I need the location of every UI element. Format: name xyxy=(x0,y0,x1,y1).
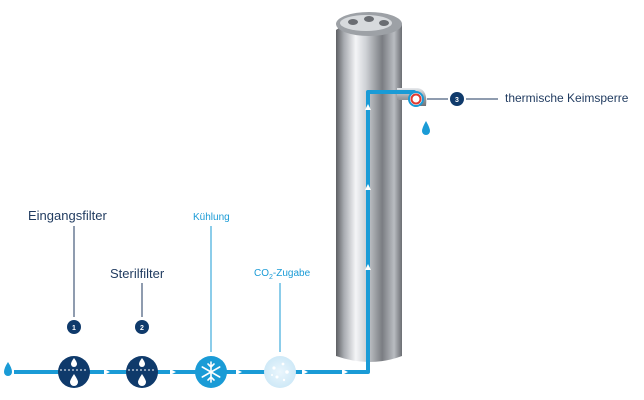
snowflake-icon xyxy=(195,356,227,388)
svg-text:1: 1 xyxy=(72,325,76,332)
faucet-button-2 xyxy=(364,16,374,22)
faucet-icon xyxy=(336,12,427,363)
filter-icon xyxy=(58,356,90,388)
faucet-button-3 xyxy=(379,20,389,26)
flow-arrow xyxy=(365,264,371,270)
step-number-badge: 1 xyxy=(67,320,81,334)
stage-label-sterilfilter: Sterilfilter xyxy=(110,266,165,281)
step-number-badge: 3 xyxy=(450,92,464,106)
bubbles-icon xyxy=(264,356,296,388)
thermal-barrier-icon xyxy=(408,91,424,107)
flow-arrow xyxy=(365,104,371,110)
svg-text:3: 3 xyxy=(455,97,459,104)
step-number-badge: 2 xyxy=(135,320,149,334)
stage-label-co2-zugabe: CO2-Zugabe xyxy=(254,268,311,281)
flow-arrow xyxy=(104,369,110,375)
faucet-button-1 xyxy=(348,19,358,25)
water-drop-icon xyxy=(422,121,430,135)
flow-arrow xyxy=(236,369,242,375)
flow-arrow xyxy=(302,369,308,375)
water-drop-icon xyxy=(4,362,12,376)
flow-arrow xyxy=(365,184,371,190)
svg-text:2: 2 xyxy=(140,325,144,332)
flow-arrow xyxy=(170,369,176,375)
filter-icon xyxy=(126,356,158,388)
flow-arrow xyxy=(342,369,348,375)
stage-label-eingangsfilter: Eingangsfilter xyxy=(28,208,107,223)
feature-label-thermische-keimsperre: thermische Keimsperre xyxy=(505,91,629,105)
stage-label-kuehlung: Kühlung xyxy=(193,212,230,223)
